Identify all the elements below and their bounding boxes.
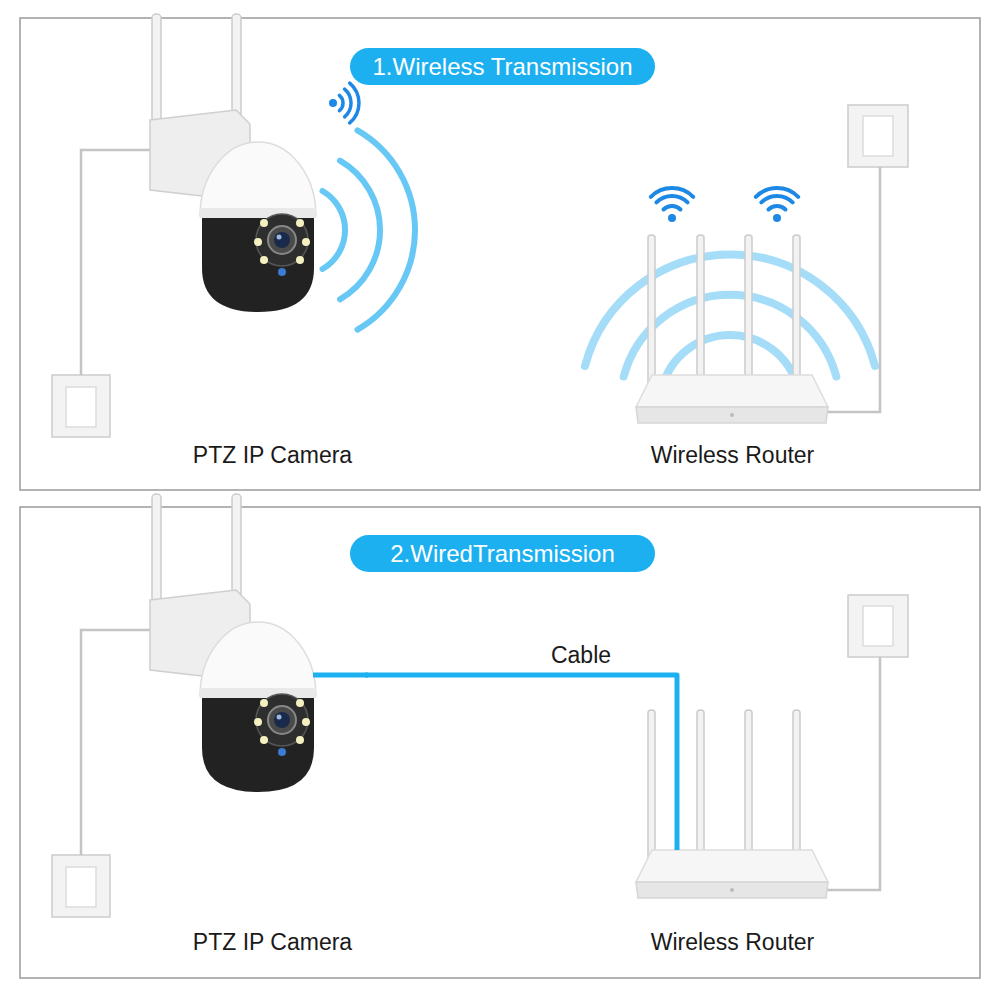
wifi-dot [668, 214, 676, 222]
section-title: 1.Wireless Transmission [372, 52, 632, 82]
wifi-arc [651, 188, 693, 197]
panel-frame [20, 18, 980, 490]
router-signal-waves [585, 254, 875, 386]
signal-wave [585, 254, 875, 366]
power-wire [826, 657, 880, 890]
network-cable [365, 675, 677, 850]
section-pill: 1.Wireless Transmission [350, 48, 655, 85]
wifi-dot [773, 214, 781, 222]
device-label: Wireless Router [651, 441, 815, 469]
device-box: Wireless Router [630, 850, 835, 956]
wall-outlet-switch [863, 606, 893, 646]
wireless-router [636, 235, 828, 423]
wifi-icon [756, 188, 798, 222]
edge-label: Cable [547, 641, 615, 669]
wifi-arc [769, 206, 786, 210]
wifi-icon [651, 188, 693, 222]
cable-stub [313, 673, 368, 678]
device-box: PTZ IP Camera [180, 620, 365, 956]
signal-icon [329, 83, 359, 123]
wall-outlet [848, 595, 908, 657]
wifi-arc [664, 206, 681, 210]
camera-signal-waves [323, 130, 416, 329]
wall-outlet [848, 105, 908, 167]
section-title: 2.WiredTransmission [390, 539, 615, 569]
wireless-router [636, 710, 828, 898]
signal-wave [323, 191, 346, 269]
signal-wave [340, 161, 380, 300]
signal-arc [339, 95, 343, 110]
ptz-camera [52, 14, 316, 437]
device-label: PTZ IP Camera [193, 441, 352, 469]
signal-dot [329, 99, 337, 107]
device-label: PTZ IP Camera [193, 928, 352, 956]
wall-outlet-switch [863, 116, 893, 156]
ptz-camera [52, 494, 316, 917]
power-wire [826, 167, 880, 412]
signal-arc [350, 83, 359, 123]
device-box: Wireless Router [630, 375, 835, 469]
section-pill: 2.WiredTransmission [350, 535, 655, 572]
device-box: PTZ IP Camera [180, 140, 365, 469]
wifi-arc [756, 188, 798, 197]
device-label: Wireless Router [651, 928, 815, 956]
signal-arc [345, 89, 351, 117]
panel-frame [20, 507, 980, 978]
wifi-arc [761, 196, 792, 202]
wifi-arc [656, 196, 687, 202]
signal-wave [358, 130, 416, 329]
